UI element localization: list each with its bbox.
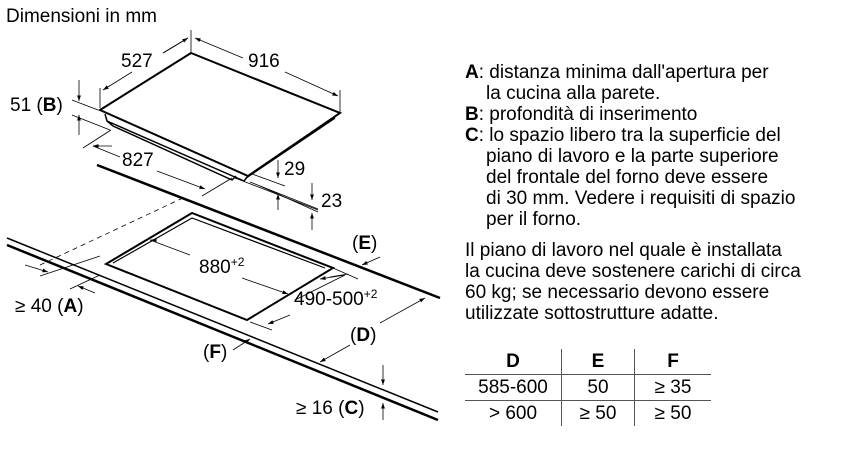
table-cell: ≥ 35 — [634, 374, 711, 401]
table-header: D — [465, 349, 562, 375]
label-e: (E) — [352, 233, 378, 254]
worktop-front-edge-lower — [6, 243, 439, 422]
worktop-back-edge — [96, 163, 441, 300]
cutout-length-label: 880+2 — [199, 255, 245, 278]
dim-23-label: 23 — [321, 191, 343, 212]
table-cell: 585-600 — [465, 374, 562, 401]
table-row: > 600 ≥ 50 ≥ 50 — [465, 400, 711, 426]
dim-29-label: 29 — [284, 159, 306, 180]
label-f: (F) — [203, 342, 228, 363]
dim-depth-label: 51 (B) — [10, 95, 63, 116]
table-cell: 50 — [561, 374, 635, 401]
page-title: Dimensioni in mm — [6, 6, 157, 27]
legend-b: B: profondità di inserimento — [465, 104, 698, 125]
load-note: Il piano di lavoro nel quale è installat… — [465, 240, 801, 324]
min-c-label: ≥ 16 (C) — [296, 398, 365, 419]
hob-body — [104, 113, 336, 182]
table-header: F — [634, 349, 711, 375]
legend-c: C: lo spazio libero tra la superficie de… — [465, 125, 796, 230]
dim-width-label: 527 — [121, 51, 153, 72]
table-header: E — [561, 349, 635, 375]
dim-length-label: 916 — [248, 51, 280, 72]
table-cell: ≥ 50 — [561, 400, 635, 426]
min-a-label: ≥ 40 (A) — [15, 296, 84, 317]
hob-top — [97, 51, 343, 178]
table-cell: ≥ 50 — [654, 402, 692, 424]
label-d: (D) — [350, 325, 377, 346]
cutout-width-label: 490-500+2 — [294, 287, 378, 310]
table-cell: > 600 — [488, 402, 538, 424]
worktop-front-edge — [6, 237, 439, 413]
dim-body-length-label: 827 — [122, 150, 154, 171]
clearance-table: D E F 585-600 50 ≥ 35 > 600 ≥ 50 ≥ 50 — [465, 349, 711, 426]
legend-a: A: distanza minima dall'apertura per la … — [465, 62, 769, 104]
table-row: 585-600 50 ≥ 35 — [465, 374, 711, 401]
